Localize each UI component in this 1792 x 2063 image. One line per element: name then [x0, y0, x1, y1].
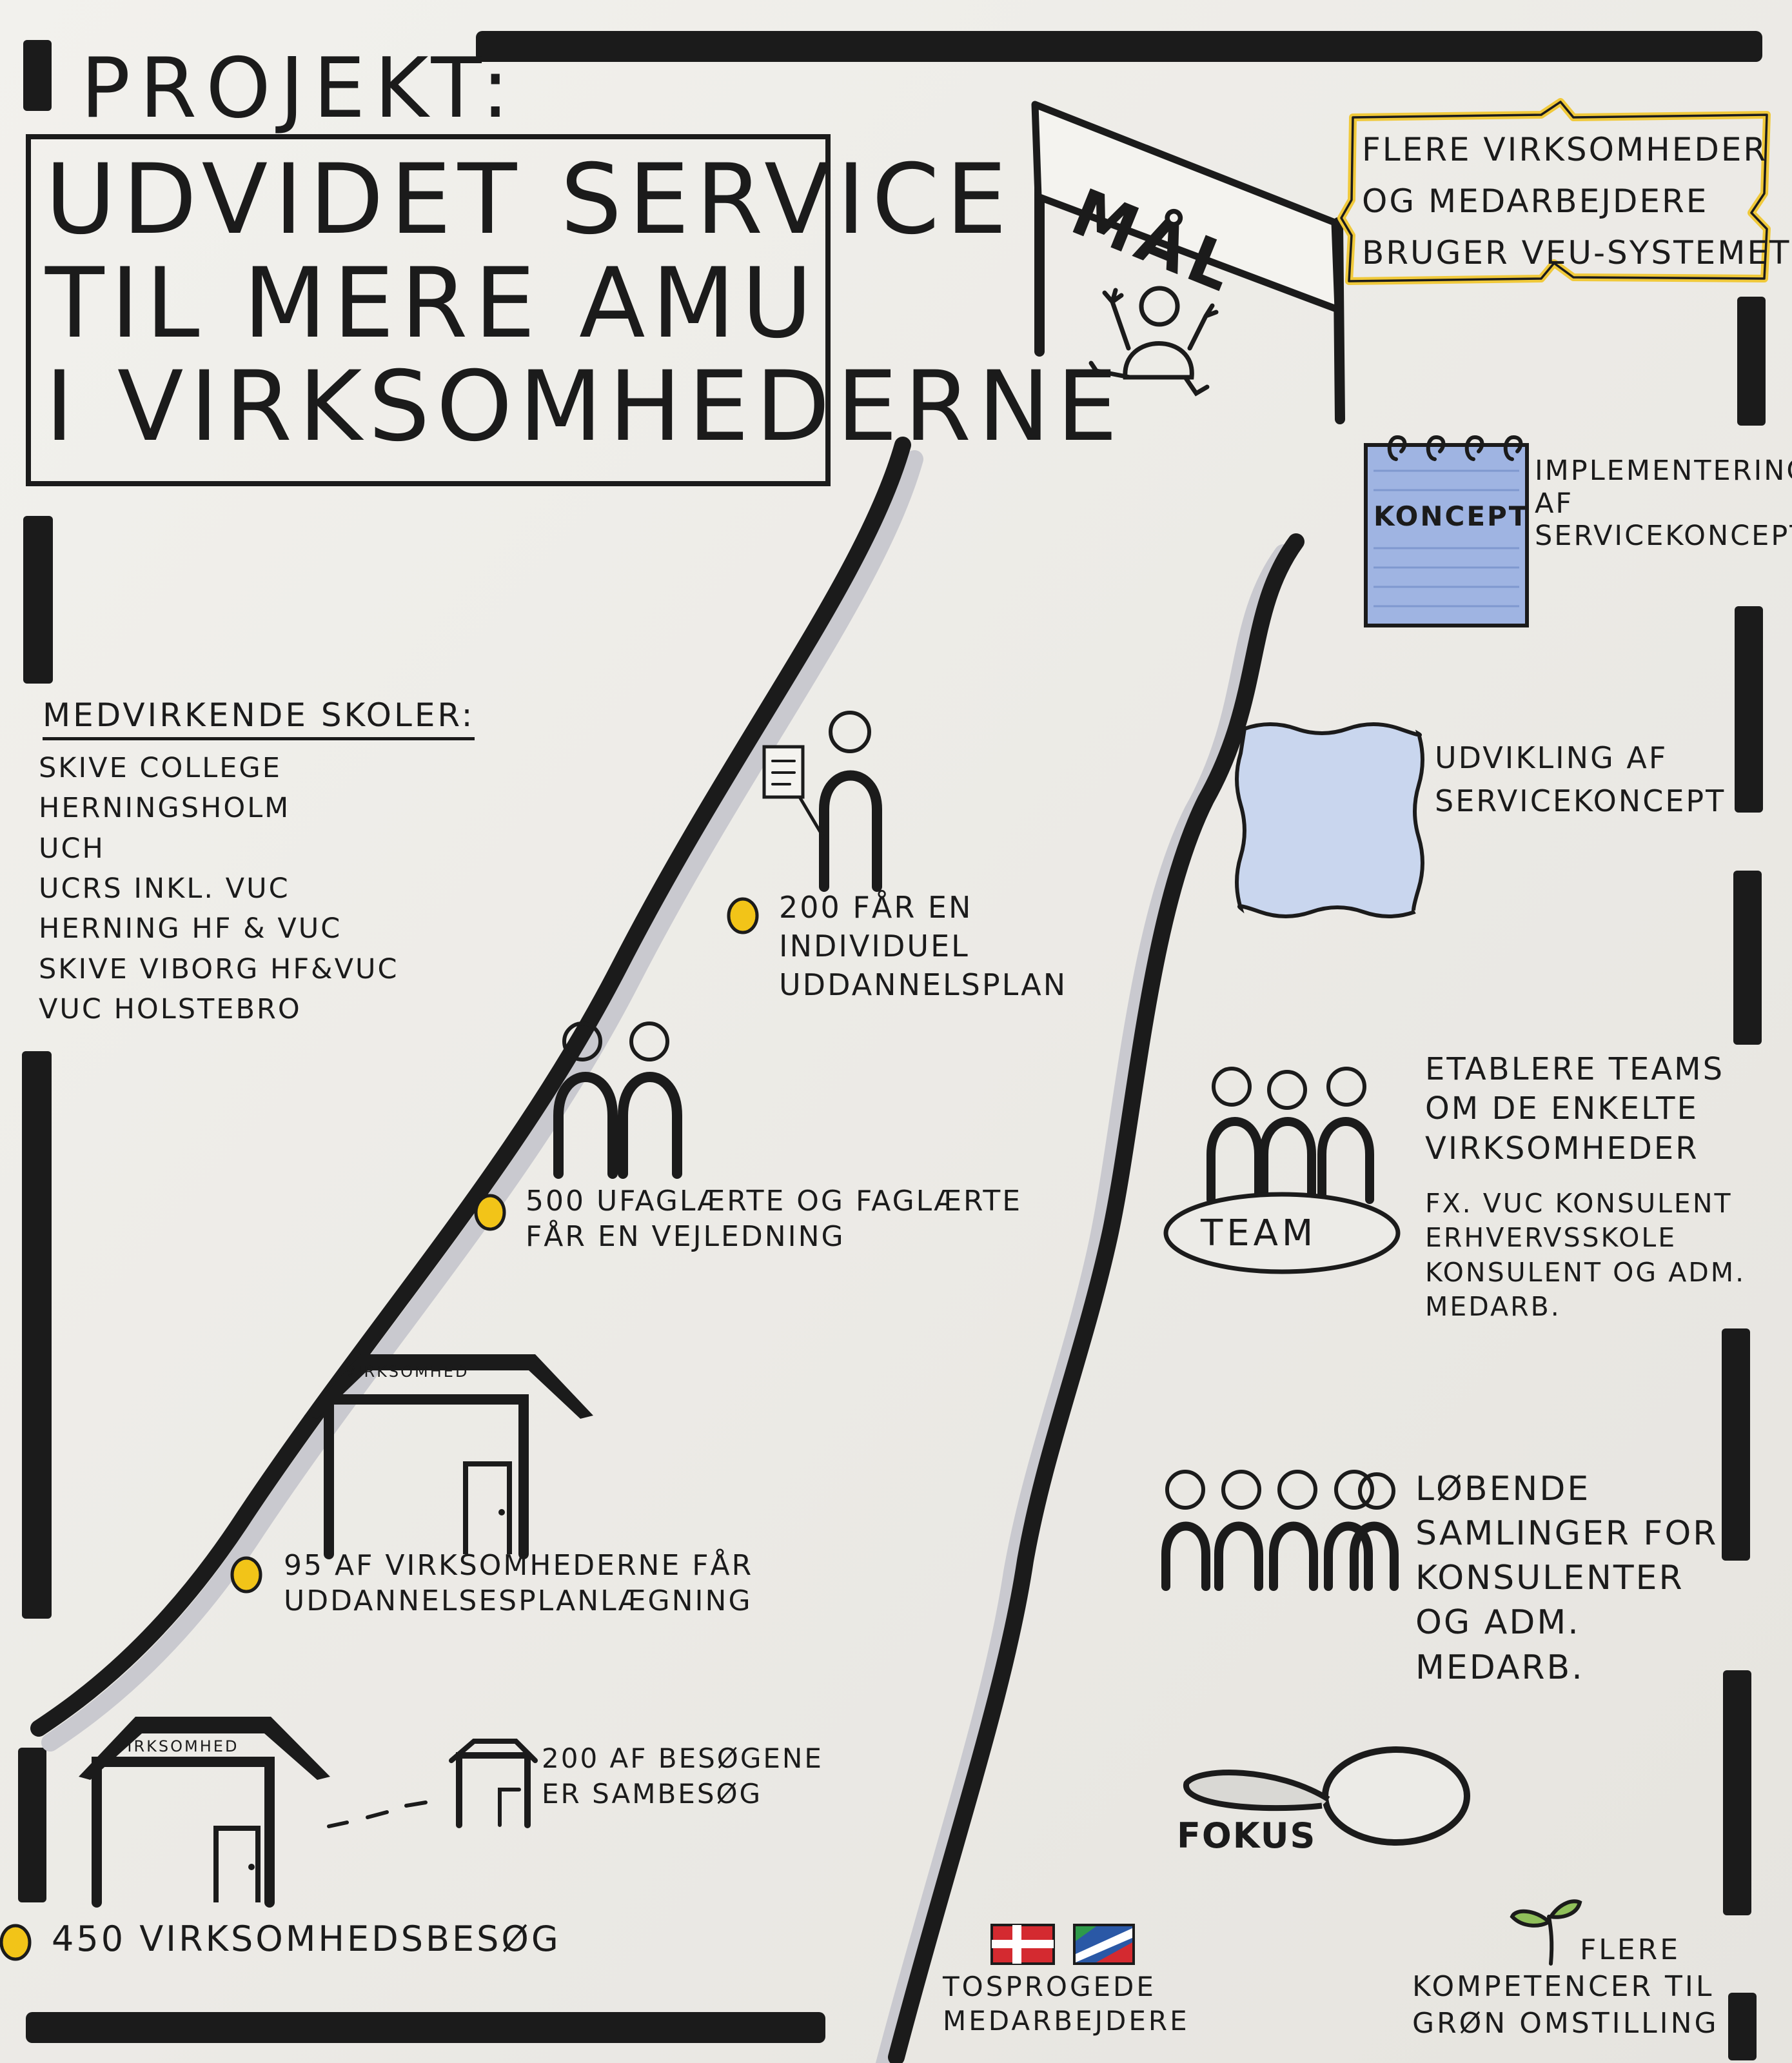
building-sign: VIRKSOMHED — [115, 1737, 239, 1755]
road-left-edge — [30, 437, 911, 1737]
milestone-education-planning: 95 AF VIRKSOMHEDERNE FÅR UDDANNELSESPLAN… — [284, 1549, 754, 1617]
frame-bar-right-3 — [1733, 871, 1762, 1045]
development-square — [1235, 722, 1424, 918]
small-house-icon — [449, 1739, 538, 1828]
development-text: UDVIKLING AF SERVICEKONCEPT — [1435, 740, 1726, 818]
title-box — [26, 134, 831, 486]
bullet-icon — [474, 1194, 506, 1231]
frame-bar-bottom-right — [1728, 1993, 1757, 2060]
milestone-joint-visits: 200 AF BESØGENE ER SAMBESØG — [542, 1742, 823, 1810]
company-building-icon — [304, 1354, 593, 1559]
two-people-icon — [553, 1022, 682, 1179]
frame-bar-right-2 — [1735, 606, 1763, 813]
bullet-icon — [230, 1556, 262, 1594]
school-item: HERNINGSHOLM — [39, 792, 291, 825]
dashed-connector — [327, 1801, 428, 1828]
project-title-line: I VIRKSOMHEDERNE — [45, 351, 1125, 463]
frame-bar-top — [476, 31, 1762, 62]
green-text: FLERE KOMPETENCER TIL GRØN OMSTILLING — [1412, 1933, 1719, 2040]
implementation-text: IMPLEMENTERING AF SERVICEKONCEPT — [1535, 455, 1792, 553]
milestone-guidance: 500 UFAGLÆRTE OG FAGLÆRTE FÅR EN VEJLEDN… — [526, 1185, 1023, 1253]
building-sign: VIRKSOMHED — [345, 1363, 469, 1381]
teams-detail: FX. VUC KONSULENT ERHVERVSSKOLE KONSULEN… — [1425, 1188, 1746, 1322]
goal-callout-line: OG MEDARBEJDERE — [1362, 183, 1709, 220]
milestone-bullets — [0, 897, 759, 1961]
person-with-document-icon — [762, 711, 882, 892]
frame-bar-bottom-left — [26, 2012, 825, 2043]
frame-bar-top-left — [23, 40, 52, 111]
road-right-edge — [888, 533, 1305, 2063]
danish-flag-icon — [990, 1924, 1055, 1965]
goal-callout-outline — [1340, 101, 1768, 282]
focus-label: FOKUS — [1177, 1815, 1317, 1856]
schools-list: SKIVE COLLEGE HERNINGSHOLM UCH UCRS INKL… — [39, 748, 399, 1029]
milestone-company-visits: 450 VIRKSOMHEDSBESØG — [52, 1919, 561, 1959]
school-item: VUC HOLSTEBRO — [39, 993, 302, 1026]
bullet-icon — [0, 1924, 32, 1961]
frame-bar-right-5 — [1723, 1670, 1751, 1915]
gatherings-text: LØBENDE SAMLINGER FOR KONSULENTER OG ADM… — [1415, 1470, 1718, 1687]
milestone-individual-plan: 200 FÅR EN INDIVIDUEL UDDANNELSPLAN — [779, 890, 1068, 1002]
company-building-icon — [79, 1717, 330, 1908]
frame-bar-right-1 — [1737, 297, 1766, 426]
foreign-flag-icon — [1073, 1924, 1135, 1965]
teams-heading: ETABLERE TEAMS OM DE ENKELTE VIRKSOMHEDE… — [1425, 1051, 1725, 1167]
magnifier-icon — [1183, 1746, 1470, 1846]
team-label: TEAM — [1201, 1212, 1317, 1254]
project-label: PROJEKT: — [81, 41, 518, 137]
project-title-line: UDVIDET SERVICE — [45, 144, 1014, 256]
school-item: UCH — [39, 832, 105, 865]
schools-heading: MEDVIRKENDE SKOLER: — [43, 696, 475, 740]
frame-bar-left-3 — [18, 1748, 46, 1902]
concept-badge: KONCEPT — [1374, 500, 1530, 532]
frame-bars — [18, 31, 1766, 2060]
school-item: SKIVE VIBORG HF&VUC — [39, 953, 399, 985]
goal-callout-line: FLERE VIRKSOMHEDER — [1362, 131, 1768, 168]
frame-bar-left-1 — [23, 516, 53, 684]
project-title-line: TIL MERE AMU — [45, 247, 819, 360]
sprout-icon — [1510, 1899, 1582, 1966]
school-item: HERNING HF & VUC — [39, 913, 342, 945]
school-item: SKIVE COLLEGE — [39, 752, 282, 784]
bullet-icon — [727, 897, 759, 934]
concept-notepad-icon — [1364, 435, 1529, 627]
road-left-shadow — [41, 450, 923, 1752]
goal-callout-line: BRUGER VEU-SYSTEMET — [1362, 234, 1791, 271]
frame-bar-right-4 — [1722, 1328, 1750, 1561]
cheering-person-icon — [1088, 286, 1219, 397]
goal-callout-text: FLERE VIRKSOMHEDER OG MEDARBEJDERE BRUGE… — [1362, 124, 1791, 279]
group-people-icon — [1161, 1470, 1399, 1591]
team-people-icon — [1163, 1067, 1401, 1274]
bilingual-text: TOSPROGEDE MEDARBEJDERE — [943, 1971, 1190, 2037]
project-title: UDVIDET SERVICE TIL MERE AMU I VIRKSOMHE… — [45, 148, 1124, 459]
frame-bar-left-2 — [22, 1051, 52, 1619]
school-item: UCRS INKL. VUC — [39, 873, 290, 905]
finish-banner — [1031, 101, 1345, 424]
